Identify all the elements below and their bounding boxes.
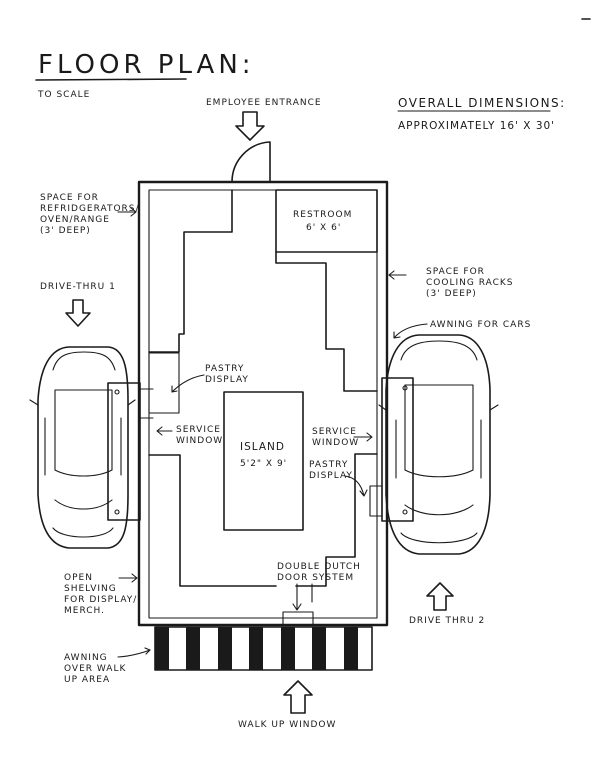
pastry-display-left [148, 352, 180, 414]
lower-right-counter [295, 453, 378, 587]
awning-right-post [402, 385, 408, 391]
double-dutch-door [282, 611, 314, 626]
drive-thru-2-label: DRIVE THRU 2 [409, 616, 485, 626]
plan-subtitle: TO SCALE [37, 90, 90, 100]
pastry-display-right [369, 485, 383, 517]
open-shelving-label-1: OPEN [64, 573, 93, 583]
walkup-awning-hatching [155, 627, 358, 670]
drive-thru-1-label: DRIVE-THRU 1 [40, 282, 116, 292]
double-dutch-label-1: DOUBLE DUTCH [277, 562, 361, 572]
open-shelving-arrow-icon [118, 573, 138, 583]
awning-left [107, 382, 141, 521]
fridge-arrow-icon [117, 207, 137, 217]
pastry-display-left-label-1: PASTRY [205, 364, 244, 374]
building-outer-wall [137, 180, 389, 627]
pastry-display-right-label-1: PASTRY [309, 460, 348, 470]
awning-cars-arrow-icon [393, 323, 428, 339]
title-underline [35, 78, 187, 81]
entrance-arrow-icon [235, 111, 265, 141]
service-window-left-label-2: WINDOW [176, 436, 223, 446]
open-shelving-label-3: FOR DISPLAY/ [64, 595, 137, 605]
island [223, 391, 304, 531]
service-window-left-label-1: SERVICE [176, 425, 221, 435]
left-counter [148, 189, 233, 353]
awning-left-post-2 [114, 509, 120, 515]
overall-dimensions-heading: OVERALL DIMENSIONS: [398, 96, 566, 110]
restroom-room [275, 189, 378, 253]
awning-walk-label-1: AWNING [64, 653, 108, 663]
fridge-space-label-3: OVEN/RANGE [40, 215, 110, 225]
double-dutch-arrow-icon [292, 583, 302, 611]
awning-cars-label: AWNING FOR CARS [430, 320, 531, 330]
service-window-right-label-2: WINDOW [312, 438, 359, 448]
service-left-arrow-icon [156, 426, 173, 436]
walkup-label: WALK UP WINDOW [238, 720, 336, 730]
open-shelving-label-4: MERCH. [64, 606, 105, 616]
double-dutch-label-2: DOOR SYSTEM [277, 573, 354, 583]
service-window-right-label-1: SERVICE [312, 427, 357, 437]
awning-walk-label-3: UP AREA [64, 675, 110, 685]
awning-right-post-2 [402, 509, 408, 515]
right-counter [275, 251, 378, 392]
pastry-left-arrow-icon [171, 374, 205, 393]
awning-right [381, 377, 414, 522]
fridge-space-label-2: REFRIDGERATORS/ [40, 204, 140, 214]
plan-title: FLOOR PLAN: [38, 50, 255, 80]
car-drive-thru-1 [29, 346, 136, 549]
fridge-space-label-1: SPACE FOR [40, 193, 99, 203]
island-label: ISLAND [240, 441, 285, 453]
pastry-right-arrow-icon [344, 475, 368, 497]
overall-dimensions-value: APPROXIMATELY 16' X 30' [398, 120, 555, 132]
entrance-door-swing [231, 141, 271, 183]
awning-walk-arrow-icon [117, 647, 151, 658]
drive-thru-1-arrow-icon [65, 299, 91, 327]
awning-walk-label-2: OVER WALK [64, 664, 126, 674]
island-dimension: 5'2" X 9' [240, 459, 287, 469]
awning-left-post [114, 389, 120, 395]
drive-thru-2-arrow-icon [426, 582, 454, 611]
cooling-space-label-3: (3' DEEP) [426, 289, 477, 299]
pastry-display-left-label-2: DISPLAY [205, 375, 249, 385]
cooling-arrow-icon [388, 270, 407, 280]
pastry-display-right-label-2: DISPLAY [309, 471, 353, 481]
walkup-arrow-icon [283, 680, 313, 714]
car-drive-thru-2 [378, 334, 499, 555]
employee-entrance-label: EMPLOYEE ENTRANCE [206, 98, 322, 108]
lower-left-counter [148, 454, 277, 587]
cooling-space-label-2: COOLING RACKS [426, 278, 513, 288]
open-shelving-label-2: SHELVING [64, 584, 117, 594]
fridge-space-label-4: (3' DEEP) [40, 226, 91, 236]
service-right-arrow-icon [353, 432, 373, 442]
cooling-space-label-1: SPACE FOR [426, 267, 485, 277]
restroom-label: RESTROOM [293, 210, 352, 220]
restroom-dimension: 6' X 6' [306, 223, 341, 233]
